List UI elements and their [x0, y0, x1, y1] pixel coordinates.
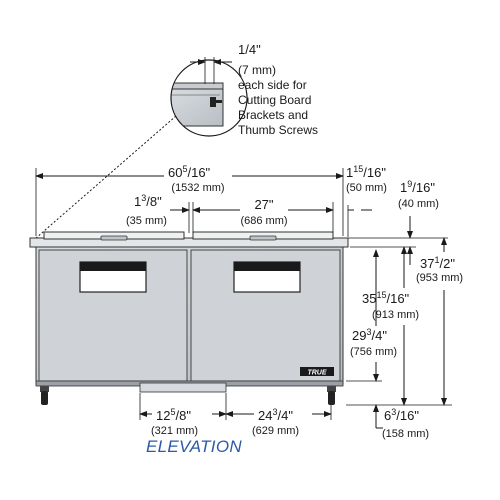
dim-frac: 5	[182, 164, 187, 174]
note-line: each side for	[238, 78, 307, 92]
dim-value: 27"	[254, 197, 273, 212]
dim-metric: (686 mm)	[240, 215, 287, 227]
dim-whole: 60	[168, 165, 182, 180]
dim-den: /4"	[277, 408, 293, 423]
svg-text:115/16": 115/16"	[346, 164, 386, 180]
dim-den: /16"	[363, 165, 386, 180]
dim-metric: (50 mm)	[346, 182, 387, 194]
dim-frac: 15	[353, 164, 363, 174]
overall-width-dimension: 605/16" (1532 mm)	[35, 164, 344, 194]
dim-whole: 12	[156, 408, 170, 423]
dim-frac: 5	[170, 407, 175, 417]
dim-whole: 24	[258, 408, 272, 423]
left-rail-dimension: 13/8" (35 mm)	[126, 193, 190, 227]
dim-frac: 3	[272, 407, 277, 417]
elevation-caption: ELEVATION	[146, 437, 242, 456]
bracket-note: 1/4" (7 mm) each side for Cutting Board …	[238, 42, 318, 137]
dim-metric: (321 mm)	[151, 425, 198, 437]
dim-metric: (40 mm)	[398, 198, 439, 210]
top-rail-dimension: 19/16" (40 mm)	[398, 179, 439, 265]
right-caster	[327, 386, 336, 405]
dim-den: /8"	[146, 194, 162, 209]
dim-frac: 3	[391, 407, 396, 417]
note-dimension: 1/4"	[238, 42, 261, 57]
right-door-handle	[233, 261, 301, 293]
refrigerator-unit: TRUE	[29, 231, 349, 405]
dim-metric: (158 mm)	[382, 428, 429, 440]
dim-den: /16"	[187, 165, 210, 180]
caster-span-dimension: 243/4" (629 mm)	[225, 407, 332, 437]
left-caster	[40, 386, 49, 405]
door-height-dimension: 293/4" (756 mm)	[350, 249, 397, 382]
note-line: Cutting Board	[238, 93, 311, 107]
caster-height-dimension: 63/16" (158 mm)	[373, 404, 429, 440]
svg-text:293/4": 293/4"	[352, 327, 387, 343]
dim-den: /16"	[396, 408, 419, 423]
dim-whole: 35	[362, 291, 376, 306]
note-line: Brackets and	[238, 108, 308, 122]
dim-den: /4"	[371, 328, 387, 343]
overall-height-dimension: 371/2" (953 mm)	[416, 237, 463, 406]
dim-whole: 1	[134, 194, 141, 209]
dim-whole: 6	[384, 408, 391, 423]
dim-whole: 1	[400, 180, 407, 195]
svg-text:605/16": 605/16"	[168, 164, 211, 180]
note-line: Thumb Screws	[238, 123, 318, 137]
dim-whole: 29	[352, 328, 366, 343]
dim-den: /8"	[175, 408, 191, 423]
right-offset-dimension: 115/16" (50 mm)	[346, 164, 387, 211]
dim-metric: (1532 mm)	[171, 182, 224, 194]
dim-den: /16"	[386, 291, 409, 306]
dim-frac: 1	[434, 255, 439, 265]
dim-den: /16"	[412, 180, 435, 195]
dim-frac: 9	[407, 179, 412, 189]
brand-badge: TRUE	[307, 370, 326, 377]
pan-opening-dimension: 27" (686 mm)	[192, 197, 334, 227]
dim-frac: 3	[366, 327, 371, 337]
extension-lines	[35, 168, 452, 420]
svg-text:19/16": 19/16"	[400, 179, 435, 195]
top-height-dimension: 3515/16" (913 mm)	[362, 246, 419, 406]
dim-den: /2"	[439, 256, 455, 271]
dim-metric: (629 mm)	[252, 425, 299, 437]
left-door-handle	[79, 261, 147, 293]
svg-text:3515/16": 3515/16"	[362, 290, 410, 306]
svg-text:63/16": 63/16"	[384, 407, 419, 423]
dim-frac: 3	[141, 193, 146, 203]
svg-text:13/8": 13/8"	[134, 193, 162, 209]
dim-metric: (35 mm)	[126, 215, 167, 227]
dim-metric: (756 mm)	[350, 346, 397, 358]
dim-whole: 37	[420, 256, 434, 271]
dim-whole: 1	[346, 165, 353, 180]
dim-metric: (913 mm)	[372, 309, 419, 321]
svg-text:371/2": 371/2"	[420, 255, 455, 271]
svg-text:243/4": 243/4"	[258, 407, 293, 423]
dim-frac: 15	[376, 290, 386, 300]
svg-text:125/8": 125/8"	[156, 407, 191, 423]
note-metric: (7 mm)	[238, 63, 276, 77]
dim-metric: (953 mm)	[416, 272, 463, 284]
bracket-detail-view	[35, 57, 248, 239]
caster-offset-dimension: 125/8" (321 mm)	[139, 407, 227, 437]
